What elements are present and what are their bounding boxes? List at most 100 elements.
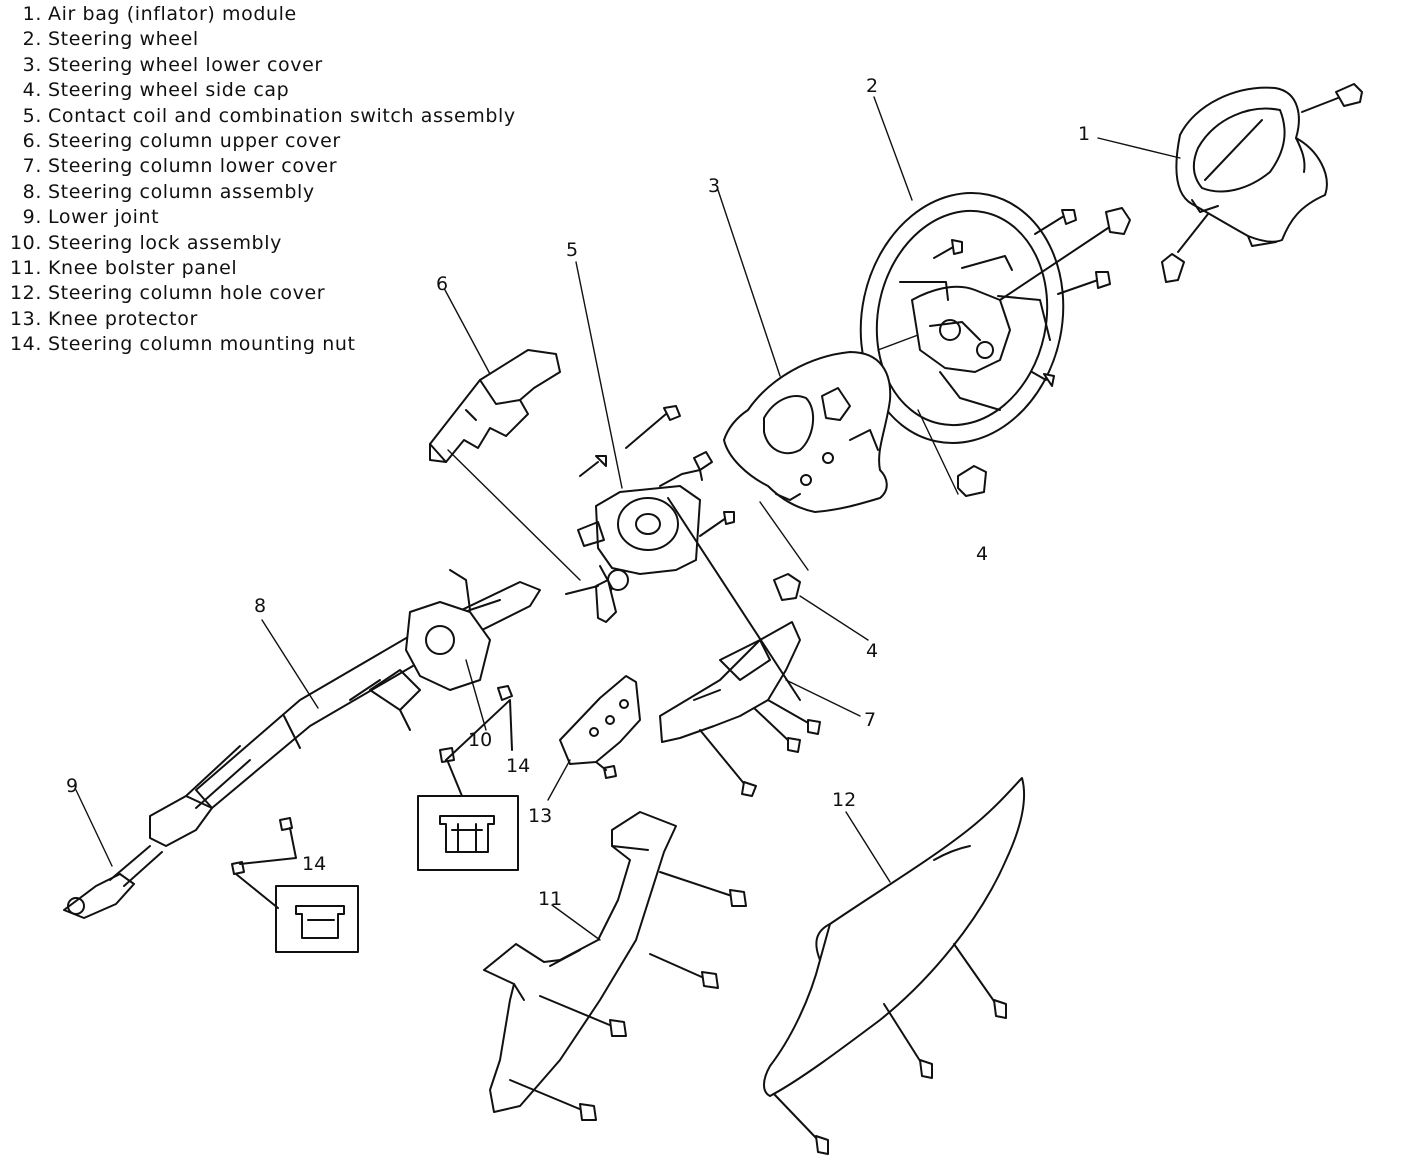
leader-line-10: [465, 659, 487, 731]
legend-label: Steering wheel side cap: [48, 79, 290, 102]
leader-line-7: [785, 679, 861, 717]
steering-column-assembly: [195, 569, 541, 809]
legend-item: 3. Steering wheel lower cover: [4, 53, 516, 78]
callout-14-lower: 14: [302, 853, 326, 875]
callout-5: 5: [566, 239, 578, 261]
legend-item: 13. Knee protector: [4, 307, 516, 332]
steering-column-lower-cover: [659, 621, 801, 743]
callout-14-upper: 14: [506, 755, 530, 777]
side-cap-lower: [773, 573, 801, 601]
legend-item: 10. Steering lock assembly: [4, 231, 516, 256]
mounting-nut-lower: [231, 817, 297, 875]
callout-10: 10: [468, 729, 492, 751]
steering-wheel: [859, 192, 1065, 444]
callout-2: 2: [866, 75, 878, 97]
legend-item: 5. Contact coil and combination switch as…: [4, 104, 516, 129]
legend-item: 6. Steering column upper cover: [4, 129, 516, 154]
air-bag-bolt: [1301, 83, 1363, 113]
air-bag-bolt: [1161, 213, 1209, 283]
legend-number: 1.: [22, 3, 42, 25]
legend-label: Contact coil and combination switch asse…: [48, 104, 516, 127]
legend-item: 12. Steering column hole cover: [4, 281, 516, 306]
steering-nut: [1105, 207, 1131, 235]
leader-line-wheel-to-cap: [917, 409, 959, 495]
leader-line-5: [575, 261, 623, 489]
upper-cover-guide: [447, 449, 581, 581]
legend-label: Steering wheel: [48, 28, 199, 51]
leader-line-cover-to-cap: [759, 501, 809, 571]
legend-label: Steering column hole cover: [48, 282, 326, 305]
legend-number: 13.: [9, 307, 42, 330]
legend-item: 11. Knee bolster panel: [4, 256, 516, 281]
callout-4-lower: 4: [866, 640, 878, 662]
legend-item: 1. Air bag (inflator) module: [4, 2, 516, 27]
leader-line-9: [75, 789, 113, 867]
lower-joint: [63, 745, 251, 919]
nut-detail-box-lower: [235, 873, 359, 953]
steering-wheel-lower-cover: [723, 351, 892, 513]
legend-number: 4.: [22, 79, 42, 102]
callout-8: 8: [254, 595, 266, 617]
leader-line-13: [547, 759, 571, 801]
lower-cover-screws: [667, 497, 821, 797]
legend-item: 8. Steering column assembly: [4, 180, 516, 205]
legend-number: 11.: [9, 257, 42, 280]
legend-label: Lower joint: [48, 206, 160, 229]
leader-line-12: [845, 811, 891, 883]
leader-line-wheel: [877, 334, 919, 351]
leader-line-3: [717, 189, 781, 377]
callout-3: 3: [708, 175, 720, 197]
callout-9: 9: [66, 775, 78, 797]
leader-line-4b: [799, 595, 869, 641]
parts-legend: 1. Air bag (inflator) module 2.Steering w…: [4, 2, 516, 358]
leader-line-6: [444, 289, 491, 375]
hole-cover-screws: [773, 943, 1007, 1155]
legend-number: 14.: [9, 333, 42, 356]
nut-detail-box-upper: [417, 761, 519, 871]
air-bag-module: [1175, 86, 1328, 247]
legend-label: Knee bolster panel: [48, 257, 238, 280]
legend-number: 7.: [22, 155, 42, 178]
legend-item: 4. Steering wheel side cap: [4, 78, 516, 103]
legend-label: Air bag (inflator) module: [48, 3, 297, 25]
legend-label: Steering column assembly: [48, 180, 315, 203]
legend-number: 10.: [9, 231, 42, 254]
legend-item: 7. Steering column lower cover: [4, 154, 516, 179]
legend-label: Steering column upper cover: [48, 130, 341, 153]
callout-11: 11: [538, 888, 562, 910]
legend-item: 9. Lower joint: [4, 205, 516, 230]
legend-label: Steering wheel lower cover: [48, 53, 323, 76]
steering-column-hole-cover: [763, 777, 1025, 1097]
callout-12: 12: [832, 789, 856, 811]
leader-line-2: [873, 96, 913, 201]
legend-item: 2.Steering wheel: [4, 27, 516, 52]
legend-number: 8.: [22, 180, 42, 203]
leader-line-11: [551, 904, 601, 941]
switch-screws: [579, 405, 735, 537]
leader-line-8: [261, 619, 319, 709]
callout-4-upper: 4: [976, 543, 988, 565]
legend-label: Steering column lower cover: [48, 155, 338, 178]
legend-number: 5.: [22, 104, 42, 127]
callout-6: 6: [436, 273, 448, 295]
callout-1: 1: [1078, 123, 1090, 145]
knee-protector: [559, 675, 641, 779]
wheel-bolts: [933, 207, 1131, 387]
side-cap-upper: [957, 465, 987, 497]
contact-coil-switch: [565, 451, 713, 623]
legend-number: 3.: [22, 53, 42, 76]
legend-label: Knee protector: [48, 307, 198, 330]
steering-column-upper-cover: [429, 349, 561, 463]
wiper-lever: [595, 579, 617, 623]
knee-bolster-panel: [483, 811, 677, 1113]
callout-7: 7: [864, 709, 876, 731]
legend-label: Steering column mounting nut: [48, 333, 356, 356]
callout-13: 13: [528, 805, 552, 827]
legend-number: 12.: [9, 282, 42, 305]
legend-number: 6.: [22, 130, 42, 153]
leader-line-1: [1097, 137, 1181, 159]
legend-item: 14. Steering column mounting nut: [4, 332, 516, 357]
legend-label: Steering lock assembly: [48, 231, 282, 254]
legend-number: 9.: [22, 206, 42, 229]
